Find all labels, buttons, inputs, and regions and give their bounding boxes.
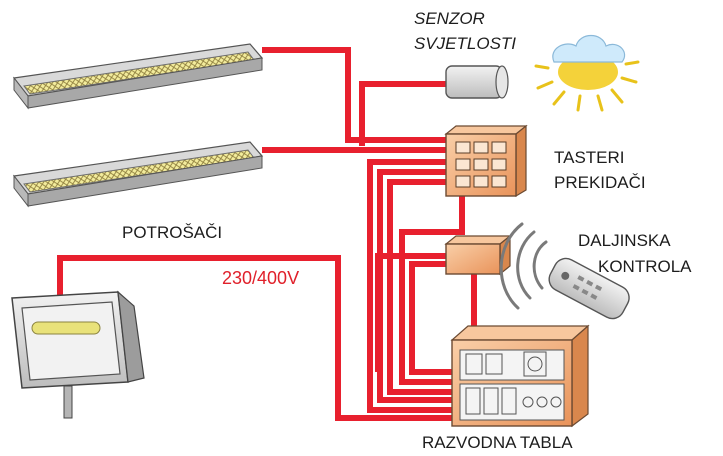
floodlight-icon [11,290,145,419]
wires [57,47,477,421]
wire-switch-1 [367,159,460,413]
sensor-label-line1: SENZOR [414,9,485,28]
switch-panel-icon [444,124,528,198]
buttons-label-line1: TASTERI [554,148,625,167]
wire-lamp1 [262,47,452,143]
wire-switch-3 [387,179,460,395]
remote-label-line1: DALJINSKA [578,231,671,250]
voltage-label: 230/400V [222,268,300,288]
buttons-label-line2: PREKIDAČI [554,173,646,192]
wire-sensor [359,81,446,146]
distribution-board-icon [450,324,590,428]
fluorescent-lamp-icon [12,141,264,208]
sensor-label-line2: SVJETLOSTI [414,34,517,53]
wire-receiver-2 [409,261,460,375]
wire-floodlight [57,255,460,421]
wire-switch-4 [399,196,465,385]
remote-control-icon [499,222,630,320]
consumers-label: POTROŠAČI [122,223,223,242]
light-sensor-icon [445,65,509,99]
sun-cloud-icon [534,34,640,112]
receiver-icon [444,234,512,276]
panel-label: RAZVODNA TABLA [422,433,573,452]
fluorescent-lamp-icon [12,43,264,110]
remote-label-line2: KONTROLA [598,257,692,276]
wire-receiver-1 [375,253,446,372]
